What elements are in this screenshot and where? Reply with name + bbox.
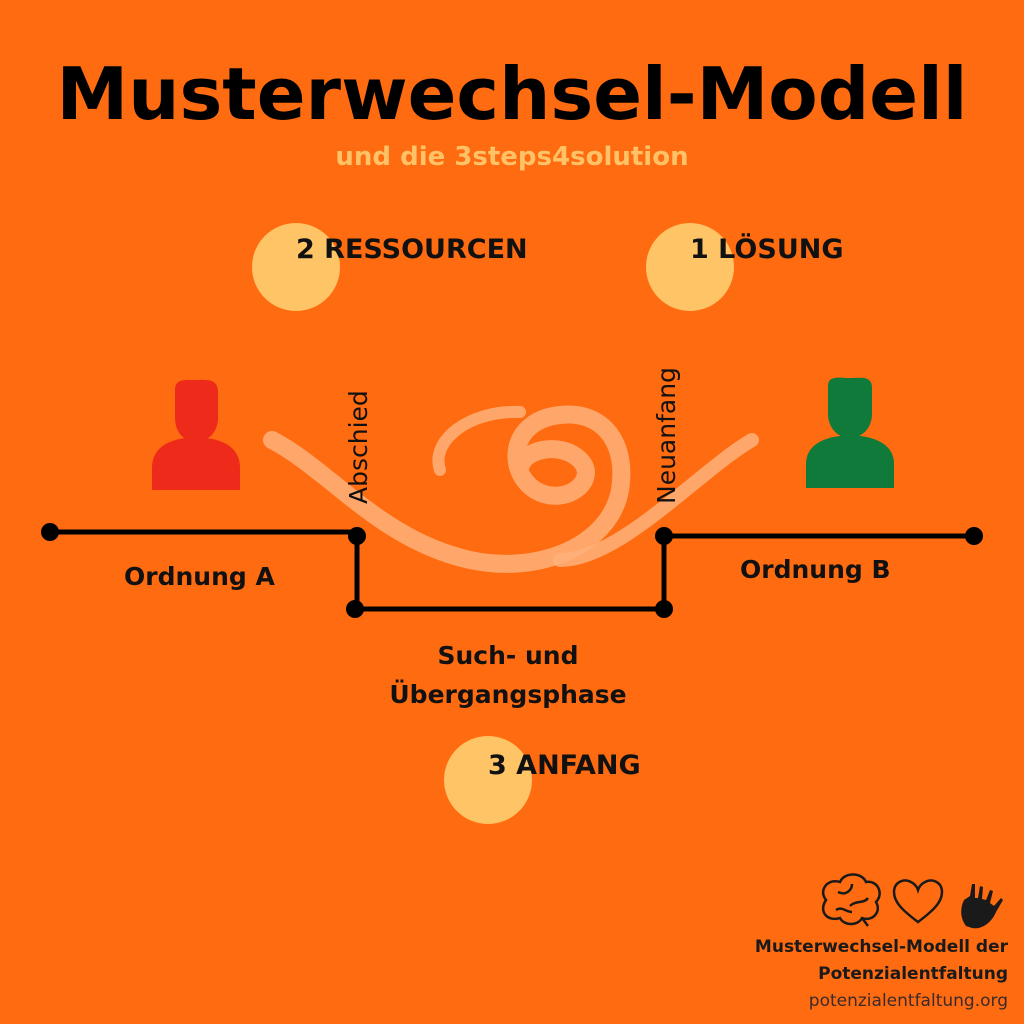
label-neuanfang: Neuanfang	[652, 367, 681, 504]
dot-neuanfang-top	[655, 527, 673, 545]
dot-neuanfang-bottom	[655, 600, 673, 618]
dot-end	[965, 527, 983, 545]
step-circle-ressourcen	[252, 223, 340, 311]
step-circle-loesung	[646, 223, 734, 311]
spiral-swoosh	[263, 405, 631, 573]
page-subtitle: und die 3steps4solution	[335, 142, 689, 172]
page-title: Musterwechsel-Modell	[56, 52, 968, 136]
person-red-icon	[152, 379, 240, 490]
label-abschied: Abschied	[344, 390, 373, 504]
spiral-swoosh-inner	[432, 405, 526, 476]
step-label-loesung: 1 LÖSUNG	[690, 234, 844, 265]
label-transition-2: Übergangsphase	[389, 680, 627, 709]
hand-icon	[961, 884, 1003, 929]
heart-icon	[892, 879, 944, 924]
step-label-ressourcen: 2 RESSOURCEN	[296, 234, 528, 265]
step-label-anfang: 3 ANFANG	[488, 750, 641, 781]
brain-icon	[821, 873, 881, 927]
spiral-swoosh-tail	[553, 433, 759, 567]
dot-abschied-bottom	[346, 600, 364, 618]
label-transition-1: Such- und	[437, 641, 579, 670]
footer-url[interactable]: potenzialentfaltung.org	[808, 991, 1008, 1011]
dot-start	[41, 523, 59, 541]
process-dots	[41, 523, 983, 618]
footer-line-2: Potenzialentfaltung	[818, 964, 1008, 984]
label-ordnung-b: Ordnung B	[740, 555, 891, 584]
footer-line-1: Musterwechsel-Modell der	[754, 937, 1008, 957]
person-green-icon	[806, 377, 894, 488]
step-circle-anfang	[444, 736, 532, 824]
dot-abschied-top	[348, 527, 366, 545]
label-ordnung-a: Ordnung A	[124, 562, 275, 591]
process-line	[50, 529, 974, 612]
